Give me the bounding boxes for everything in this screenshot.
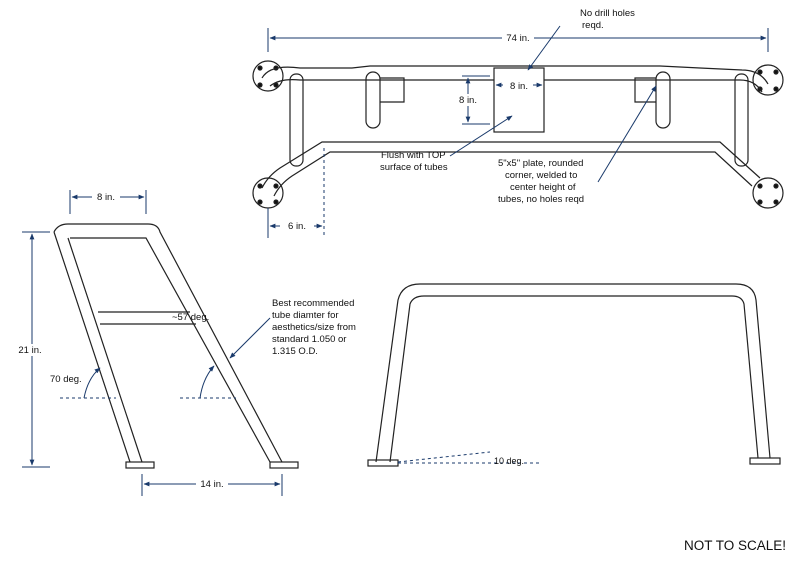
not-to-scale-note: NOT TO SCALE! — [683, 538, 786, 553]
bracket-right — [634, 77, 656, 103]
top-view — [252, 60, 784, 209]
mount-foot-top-left — [252, 60, 284, 92]
front-arch-inner — [389, 295, 759, 463]
angle-57deg-label: ~57 deg. — [172, 312, 209, 323]
leader-tube-note — [229, 317, 271, 359]
mount-foot-bottom-left — [252, 177, 284, 209]
dim-top-8in-label: 8 in. — [97, 192, 115, 203]
dim-plate-width-label: 8 in. — [510, 81, 528, 92]
leg-tube-left — [289, 73, 304, 167]
center-plate — [493, 67, 545, 133]
dim-plate-height-label: 8 in. — [459, 95, 477, 106]
side-view-dimensions — [22, 190, 283, 496]
standoff-right — [655, 71, 671, 129]
side-foot-left — [125, 461, 155, 469]
side-left-leg — [53, 231, 143, 463]
mount-foot-top-right — [752, 64, 784, 96]
front-foot-right — [749, 457, 781, 465]
front-view — [367, 283, 781, 467]
bracket-left — [380, 77, 405, 103]
leg-tube-right — [734, 73, 749, 167]
arc-70deg — [83, 367, 101, 399]
top-view-dimensions — [267, 28, 769, 238]
note-no-drill-holes: No drill holes reqd. — [580, 8, 638, 31]
side-frame-outer — [53, 223, 283, 463]
arc-57deg — [199, 365, 215, 399]
side-view — [53, 223, 299, 469]
side-cross-brace — [98, 311, 196, 325]
note-flush-top: Flush with TOP surface of tubes — [380, 150, 448, 173]
angle-10deg-label: 10 deg. — [494, 456, 524, 466]
standoff-left — [365, 71, 381, 129]
dim-74in-label: 74 in. — [506, 33, 529, 44]
dim-6in-label: 6 in. — [288, 221, 306, 232]
note-tube-diameter: Best recommended tube diamter for aesthe… — [272, 298, 359, 357]
front-foot-left — [367, 459, 399, 467]
dim-14in-label: 14 in. — [200, 479, 223, 490]
angle-70deg-label: 70 deg. — [50, 374, 82, 385]
front-arch-outer — [375, 283, 771, 463]
dim-21in-label: 21 in. — [18, 345, 41, 356]
side-frame-inner — [70, 237, 271, 463]
top-view-leaders — [449, 25, 657, 183]
mount-foot-bottom-right — [752, 177, 784, 209]
side-foot-right — [269, 461, 299, 469]
note-plate: 5"x5" plate, rounded corner, welded to c… — [498, 158, 586, 205]
